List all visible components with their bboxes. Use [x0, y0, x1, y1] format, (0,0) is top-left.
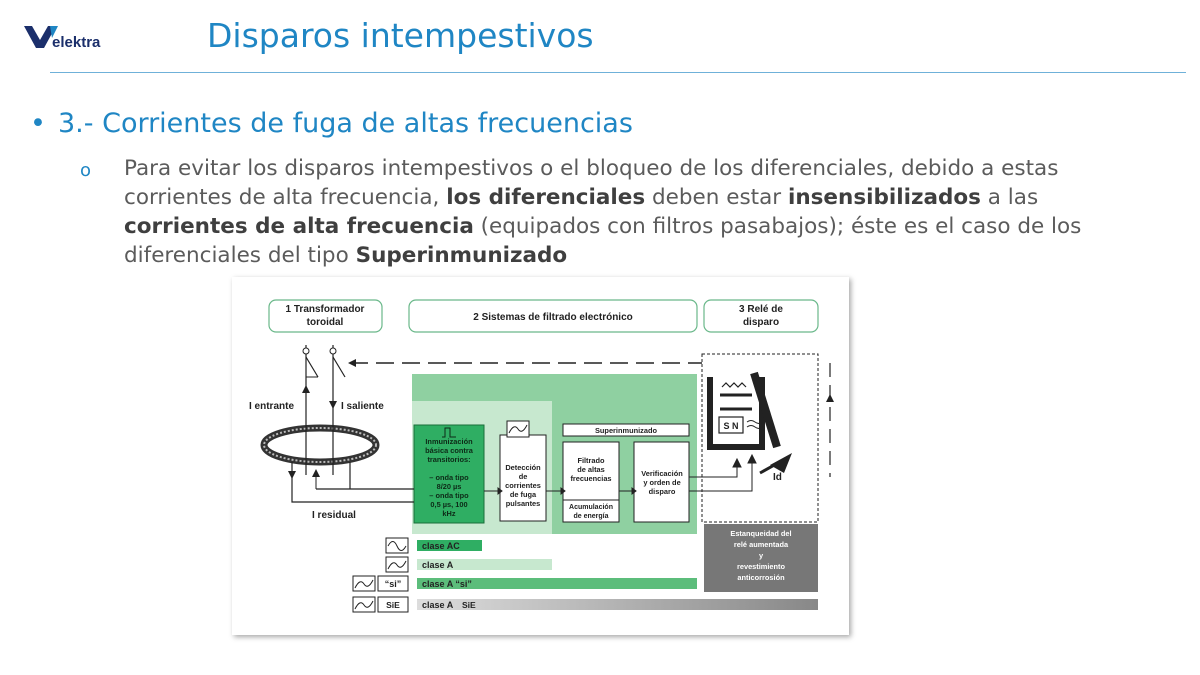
clase-a-label: clase A — [422, 560, 454, 570]
elektra-logo — [24, 26, 58, 48]
svg-text:de energía: de energía — [573, 513, 608, 520]
i-entrante-label: I entrante — [249, 401, 294, 412]
bullet-dot-icon: • — [30, 108, 46, 139]
box1-line2: toroidal — [307, 317, 344, 328]
svg-text:8/20 µs: 8/20 µs — [437, 482, 462, 491]
immun-text: Inmunización básica contra transitorios:… — [425, 437, 474, 518]
svg-text:“si”: “si” — [385, 579, 402, 589]
clase-a-sie-label: clase A — [422, 600, 454, 610]
svg-text:disparo: disparo — [649, 487, 676, 496]
filtrado-box — [562, 441, 620, 501]
bold-run: insensibilizados — [787, 185, 981, 210]
box-transformador — [268, 299, 383, 333]
id-label: Id — [773, 472, 782, 483]
page-title: Disparos intempestivos — [207, 16, 594, 55]
text-run: (equipados con filtros pasabajos); éste … — [124, 214, 1082, 268]
svg-text:Verificación: Verificación — [641, 469, 683, 478]
deteccion-box — [499, 434, 547, 522]
logo-text: elektra — [52, 34, 101, 51]
superinm-label: Superinmunizado — [595, 426, 657, 435]
immun-box — [413, 424, 485, 524]
text-run: Para evitar los disparos intempestivos o… — [124, 156, 1059, 210]
i-saliente-label: I saliente — [341, 401, 384, 412]
svg-text:de altas: de altas — [577, 465, 605, 474]
bar-clase-a-sie — [417, 599, 818, 610]
svg-text:básica contra: básica contra — [425, 446, 474, 455]
svg-text:Filtrado: Filtrado — [577, 456, 605, 465]
clase-a-sie-tag-text: SiE — [462, 600, 476, 610]
rele-icon: S N — [707, 371, 792, 475]
svg-text:y: y — [759, 551, 764, 560]
svg-text:de: de — [519, 472, 528, 481]
box3-line1: 3 Relé de — [739, 304, 783, 315]
svg-text:transitorios:: transitorios: — [427, 455, 470, 464]
bar-clase-ac — [417, 540, 482, 551]
sub-bullet-marker: o — [80, 160, 92, 181]
svg-text:de fuga: de fuga — [510, 490, 537, 499]
sub-bullet-text: Para evitar los disparos intempestivos o… — [124, 154, 1160, 270]
svg-text:revestimiento: revestimiento — [737, 562, 786, 571]
svg-text:kHz: kHz — [442, 509, 455, 518]
svg-text:anticorrosión: anticorrosión — [737, 573, 785, 582]
box2-label: 2 Sistemas de filtrado electrónico — [473, 312, 633, 323]
text-run: deben estar — [645, 185, 788, 210]
sn-label: S N — [723, 421, 738, 431]
bullet-heading: • 3.- Corrientes de fuga de altas frecuen… — [30, 108, 633, 139]
deteccion-text: Detección de corrientes de fuga pulsante… — [505, 463, 541, 508]
bullet-heading-text: 3.- Corrientes de fuga de altas frecuenc… — [58, 108, 633, 139]
svg-text:– onda tipo: – onda tipo — [429, 473, 469, 482]
verificacion-text: Verificación y orden de disparo — [641, 469, 683, 496]
svg-text:– onda tipo: – onda tipo — [429, 491, 469, 500]
box3-line2: disparo — [743, 317, 779, 328]
rele-frame — [701, 353, 819, 523]
diagram-svg: 1 Transformador toroidal 2 Sistemas de f… — [249, 299, 834, 613]
clase-a-si-label: clase A “si” — [422, 579, 472, 589]
sub-bullet: o Para evitar los disparos intempestivos… — [80, 154, 1160, 270]
pulse-icon — [442, 427, 456, 438]
svg-text:0,5 µs, 100: 0,5 µs, 100 — [430, 500, 467, 509]
bold-run: Superinmunizado — [355, 243, 568, 268]
bar-clase-a-si — [417, 578, 697, 589]
box1-line1: 1 Transformador — [286, 304, 365, 315]
svg-text:y orden de: y orden de — [643, 478, 680, 487]
sie-tag — [377, 596, 409, 613]
svg-text:relé aumentada: relé aumentada — [734, 540, 789, 549]
i-residual-label: I residual — [312, 510, 356, 521]
diagram-figure: 1 Transformador toroidal 2 Sistemas de f… — [232, 277, 849, 635]
svg-text:frecuencias: frecuencias — [570, 474, 611, 483]
estanqueidad-box — [704, 524, 818, 592]
acumulacion-box — [562, 499, 620, 523]
svg-text:Inmunización: Inmunización — [425, 437, 473, 446]
superinm-box — [562, 423, 690, 437]
filtrado-text: Filtrado de altas frecuencias — [570, 456, 611, 483]
svg-text:Acumulación: Acumulación — [569, 504, 613, 511]
si-tag — [377, 575, 409, 592]
estanqueidad-text: Estanqueidad del relé aumentada y revest… — [730, 529, 791, 582]
svg-text:Estanqueidad del: Estanqueidad del — [730, 529, 791, 538]
svg-text:Detección: Detección — [505, 463, 541, 472]
box-rele — [703, 299, 819, 333]
box-filtrado-sistemas — [408, 299, 698, 333]
bold-run: los diferenciales — [446, 185, 646, 210]
acumulacion-text: Acumulación de energía — [569, 504, 613, 520]
sie-tag-left-text: SiE — [386, 600, 400, 610]
text-run: a las — [980, 185, 1039, 210]
verificacion-box — [633, 441, 690, 523]
svg-text:pulsantes: pulsantes — [506, 499, 541, 508]
clase-ac-label: clase AC — [422, 541, 460, 551]
title-underline — [50, 72, 1186, 73]
bar-clase-a — [417, 559, 552, 570]
svg-text:corrientes: corrientes — [505, 481, 541, 490]
bold-run: corrientes de alta frecuencia — [124, 214, 474, 239]
